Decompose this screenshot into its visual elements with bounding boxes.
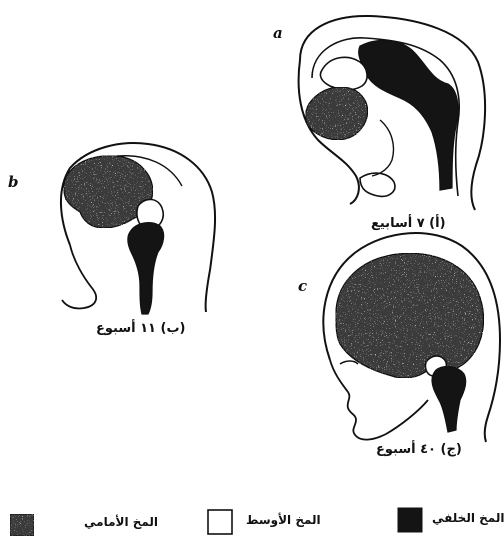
legend-hindbrain-swatch — [398, 508, 422, 532]
panel-c-newborn — [323, 233, 500, 442]
legend-hindbrain-label: المخ الخلفي — [432, 512, 504, 524]
panel-b-letter: b — [8, 175, 19, 190]
panel-c-caption: (ج) ٤٠ أسبوع — [376, 443, 462, 456]
panel-c-forebrain — [336, 253, 484, 378]
panel-a-forebrain — [306, 87, 368, 140]
panel-a-midbrain — [320, 57, 367, 89]
panel-b-fetus — [61, 143, 215, 314]
panel-b-face-outline — [62, 245, 96, 309]
panel-c-hindbrain — [432, 367, 466, 432]
panel-b-caption: (ب) ١١ أسبوع — [96, 322, 185, 335]
panel-c-eye — [340, 361, 358, 364]
legend-forebrain-label: المخ الأمامي — [84, 516, 158, 528]
legend-forebrain-swatch — [10, 514, 34, 536]
legend-midbrain-label: المخ الأوسط — [246, 514, 321, 526]
panel-a-body-curve — [372, 120, 394, 176]
legend-midbrain-swatch — [208, 510, 232, 534]
panel-b-hindbrain — [128, 223, 164, 314]
panel-a-caption: (أ) ٧ أسابيع — [371, 217, 446, 230]
panel-a-limb-bud — [360, 173, 395, 196]
panel-a-embryo — [299, 16, 486, 210]
legend — [10, 508, 422, 536]
panel-c-letter: c — [298, 279, 307, 294]
panel-a-letter: a — [273, 26, 283, 41]
